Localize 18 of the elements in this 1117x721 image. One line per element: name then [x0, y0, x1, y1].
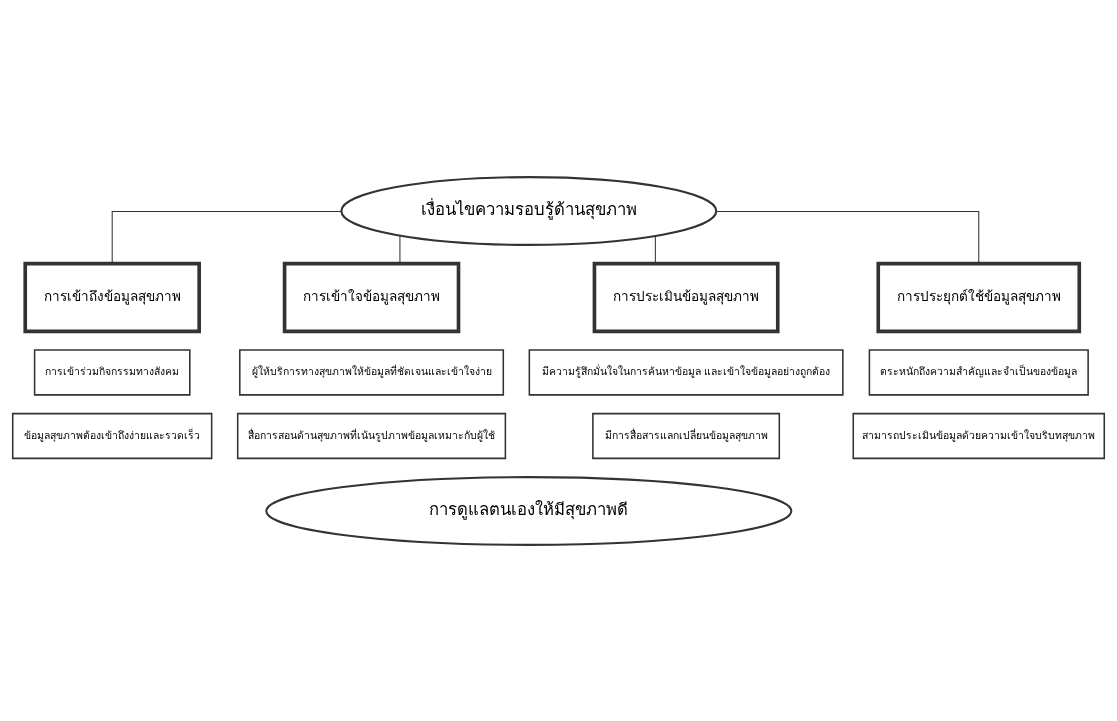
node-box: มีความรู้สึกมั่นใจในการค้นหาข้อมูล และเข้าใจข้อมูลอย่างถูกต้อง — [528, 348, 844, 396]
connector — [654, 235, 656, 264]
node-box: การประยุกต์ใช้ข้อมูลสุขภาพ — [876, 261, 1082, 333]
node-box: สื่อการสอนด้านสุขภาพที่เน้นรูปภาพข้อมูลเหมาะกับผู้ใช้ — [236, 412, 507, 459]
node-box: การเข้าร่วมกิจกรรมทางสังคม — [33, 348, 191, 396]
node-box: ข้อมูลสุขภาพต้องเข้าถึงง่ายและรวดเร็ว — [11, 412, 213, 459]
node-ellipse: การดูแลตนเองให้มีสุขภาพดี — [265, 475, 793, 546]
connector — [715, 210, 980, 264]
node-box: ตระหนักถึงความสำคัญและจำเป็นของข้อมูล — [868, 348, 1089, 396]
node-box: การเข้าใจข้อมูลสุขภาพ — [282, 261, 461, 333]
node-ellipse: เงื่อนไขความรอบรู้ด้านสุขภาพ — [340, 175, 718, 246]
node-box: สามารถประเมินข้อมูลด้วยความเข้าใจบริบทสุขภาพ — [852, 412, 1106, 459]
connector — [111, 210, 342, 264]
node-box: การประเมินข้อมูลสุขภาพ — [592, 261, 780, 333]
node-box: มีการสื่อสารแลกเปลี่ยนข้อมูลสุขภาพ — [592, 412, 781, 459]
node-box: การเข้าถึงข้อมูลสุขภาพ — [23, 261, 201, 333]
connector — [399, 235, 401, 264]
node-box: ผู้ให้บริการทางสุขภาพให้ข้อมูลที่ชัดเจนและเข้าใจง่าย — [239, 348, 505, 396]
